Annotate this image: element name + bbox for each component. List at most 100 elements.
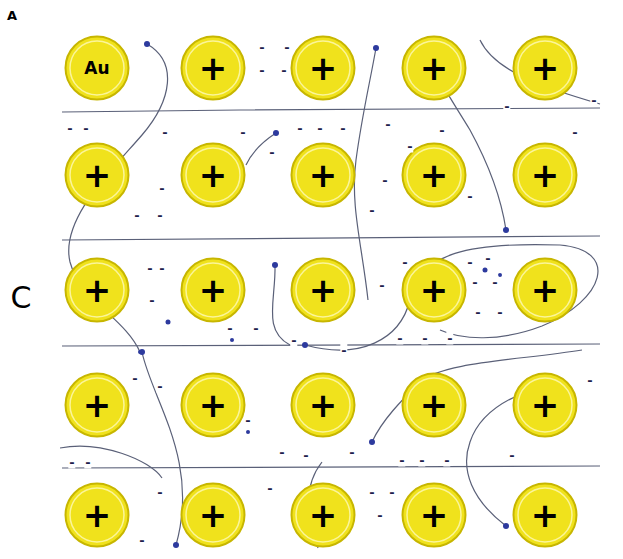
charge-sign: + <box>420 498 449 532</box>
gold-ion: + <box>512 372 578 438</box>
electron-charge: - <box>131 372 138 385</box>
charge-sign: + <box>531 388 560 422</box>
electron-dot <box>166 320 171 325</box>
ion-ring <box>70 263 124 317</box>
charge-sign: + <box>309 498 338 532</box>
ion-disc <box>403 37 466 100</box>
gold-ion: + <box>64 372 130 438</box>
electron-charge: - <box>339 122 346 135</box>
ion-disc <box>292 259 355 322</box>
ion-ring <box>407 41 461 95</box>
gold-ion: + <box>64 482 130 548</box>
panel-letter: C <box>11 283 32 313</box>
charge-sign: + <box>531 158 560 192</box>
ion-ring <box>296 148 350 202</box>
ion-disc <box>403 259 466 322</box>
electron-charge: - <box>446 332 453 345</box>
ion-disc <box>514 484 577 547</box>
electron-charge: - <box>244 414 251 427</box>
electron-charge: - <box>398 454 405 467</box>
layer-line <box>62 344 600 346</box>
electron-charge: - <box>239 126 246 139</box>
electron-charge: - <box>278 446 285 459</box>
electron-charge: - <box>388 486 395 499</box>
electron-charge: - <box>586 374 593 387</box>
ion-disc <box>66 374 129 437</box>
electron-dot <box>503 227 509 233</box>
ion-ring <box>518 148 572 202</box>
ion-disc <box>66 37 129 100</box>
electron-path <box>60 446 162 478</box>
ion-body: + <box>180 482 246 548</box>
ion-body: Au <box>64 35 130 101</box>
ion-ring <box>518 378 572 432</box>
electron-charge: - <box>148 294 155 307</box>
gold-ion: + <box>64 142 130 208</box>
layer-line <box>62 108 600 112</box>
charge-sign: + <box>420 388 449 422</box>
charge-sign: + <box>83 273 112 307</box>
ion-body: + <box>290 142 356 208</box>
gold-ion: + <box>401 372 467 438</box>
electron-dot <box>272 262 278 268</box>
ion-body: + <box>180 142 246 208</box>
electron-charge: - <box>508 449 515 462</box>
electron-charge: - <box>496 306 503 319</box>
charge-sign: + <box>309 158 338 192</box>
ion-disc <box>182 37 245 100</box>
gold-ion: + <box>290 482 356 548</box>
ion-ring <box>70 378 124 432</box>
electron-charge: - <box>378 279 385 292</box>
ion-disc <box>403 484 466 547</box>
electron-dot <box>503 523 509 529</box>
charge-sign: + <box>199 273 228 307</box>
ion-ring <box>407 488 461 542</box>
electron-dot <box>144 41 150 47</box>
ion-body: + <box>401 257 467 323</box>
charge-sign: + <box>420 273 449 307</box>
gold-ion: Au <box>64 35 130 101</box>
gold-ion: + <box>290 142 356 208</box>
electron-dot <box>373 45 379 51</box>
electron-charge: - <box>438 124 445 137</box>
electron-charge: - <box>474 306 481 319</box>
ion-body: + <box>512 372 578 438</box>
gold-ion: + <box>512 482 578 548</box>
ion-ring <box>186 148 240 202</box>
ion-disc <box>182 144 245 207</box>
electron-charge: - <box>283 41 290 54</box>
charge-sign: + <box>199 51 228 85</box>
charge-sign: + <box>83 498 112 532</box>
ion-body: + <box>180 257 246 323</box>
ion-disc <box>182 484 245 547</box>
gold-ion: + <box>401 257 467 323</box>
electron-charge: - <box>266 482 273 495</box>
electron-charge: - <box>376 509 383 522</box>
electron-charge: - <box>590 94 597 107</box>
electron-charge: - <box>258 64 265 77</box>
ion-disc <box>66 144 129 207</box>
electron-charge: - <box>384 118 391 131</box>
electron-dot <box>273 130 279 136</box>
electron-dot <box>139 349 145 355</box>
ion-disc <box>182 259 245 322</box>
electron-charge: - <box>133 209 140 222</box>
electron-charge: - <box>156 209 163 222</box>
ion-ring <box>296 378 350 432</box>
charge-sign: + <box>309 388 338 422</box>
gold-ion: + <box>290 257 356 323</box>
ion-ring <box>407 378 461 432</box>
electron-charge: - <box>268 146 275 159</box>
ion-ring <box>70 148 124 202</box>
charge-sign: + <box>531 498 560 532</box>
electron-charge: - <box>368 204 375 217</box>
electron-charge: - <box>158 262 165 275</box>
ion-ring <box>70 488 124 542</box>
electron-charge: - <box>316 122 323 135</box>
electron-path <box>354 48 376 300</box>
electron-charge: - <box>491 276 498 289</box>
gold-ion: + <box>512 142 578 208</box>
ion-disc <box>514 259 577 322</box>
ion-ring <box>296 41 350 95</box>
